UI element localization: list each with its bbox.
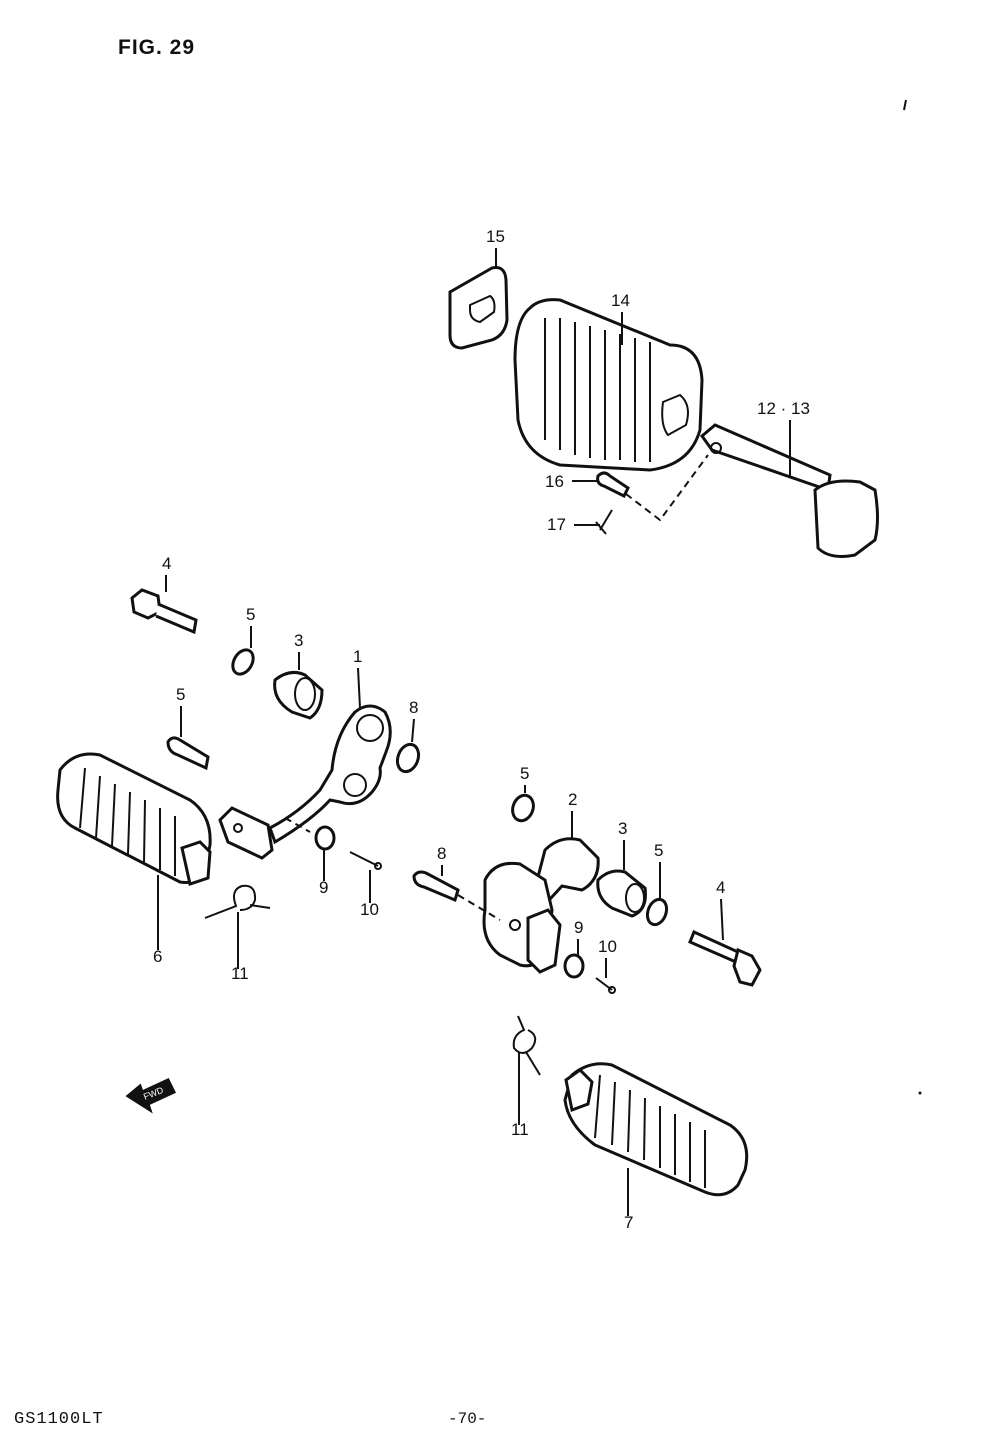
washer-9-right [563, 953, 585, 979]
callout-17: 9 [319, 878, 328, 897]
bolt-4-left [130, 588, 198, 635]
bushing-3-right [596, 869, 647, 918]
model-code: GS1100LT [14, 1410, 104, 1429]
assembly-line-right [457, 894, 501, 921]
bolt-4-right [688, 929, 762, 987]
leader-line-8 [357, 667, 361, 709]
stray-mark [903, 99, 907, 111]
callout-7: 3 [294, 631, 303, 650]
callout-2: 12 · 13 [757, 399, 810, 418]
washer-9-left [314, 825, 336, 851]
cotter-pin-10-left [349, 851, 382, 870]
leader-line-15 [720, 898, 724, 941]
leader-lines [157, 248, 791, 1216]
gasket-15 [448, 266, 509, 350]
bushing-3-left [273, 670, 324, 720]
pin-8-right [412, 870, 460, 903]
forward-arrow-icon: FWD [125, 1078, 177, 1114]
pin-16 [596, 471, 630, 499]
callout-12: 2 [568, 790, 577, 809]
spring-11-left [204, 884, 271, 919]
callout-11: 5 [520, 764, 529, 783]
callout-6: 5 [246, 605, 255, 624]
callout-13: 3 [618, 819, 627, 838]
callout-3: 16 [545, 472, 564, 491]
figure-title: FIG. 29 [118, 36, 196, 59]
callout-1: 14 [611, 291, 630, 310]
callout-20: 10 [598, 937, 617, 956]
washer-5-c [511, 793, 535, 823]
callout-4: 17 [547, 515, 566, 534]
page-number: -70- [448, 1410, 487, 1428]
callout-8: 1 [353, 647, 362, 666]
assembly-line-left [284, 817, 311, 833]
callout-15: 4 [716, 878, 725, 897]
washer-5-a [231, 648, 255, 676]
assembly-line-16 [625, 454, 709, 522]
stray-dot [918, 1091, 922, 1095]
callout-10: 5 [176, 685, 185, 704]
callout-5: 4 [162, 554, 171, 573]
footpeg-shaft-12-13 [699, 423, 879, 558]
callout-21: 6 [153, 947, 162, 966]
callout-23: 11 [511, 1120, 529, 1139]
callout-16: 8 [437, 844, 446, 863]
callout-14: 5 [654, 841, 663, 860]
footpeg-6 [56, 752, 212, 886]
callout-18: 10 [360, 900, 379, 919]
callout-22: 11 [231, 964, 249, 983]
pin-8-left [166, 736, 210, 771]
callout-19: 9 [574, 918, 583, 937]
bracket-1 [218, 704, 392, 860]
cotter-pin-17 [595, 509, 613, 535]
bracket-2 [482, 837, 600, 974]
callout-labels: 15 14 12 · 13 16 17 4 5 3 1 8 5 5 2 3 5 4 8 9 10 9 10 6 11 11 7 [153, 227, 810, 1232]
footpeg-rubber-14 [513, 298, 704, 472]
callout-9: 8 [409, 698, 418, 717]
leader-line-9 [411, 718, 415, 743]
washer-5-b [395, 742, 421, 774]
cotter-pin-10-right [595, 977, 616, 994]
callout-24: 7 [624, 1213, 633, 1232]
washer-5-d [645, 897, 669, 927]
callout-0: 15 [486, 227, 505, 246]
footpeg-7 [563, 1062, 749, 1197]
spring-11-right [512, 1015, 541, 1076]
